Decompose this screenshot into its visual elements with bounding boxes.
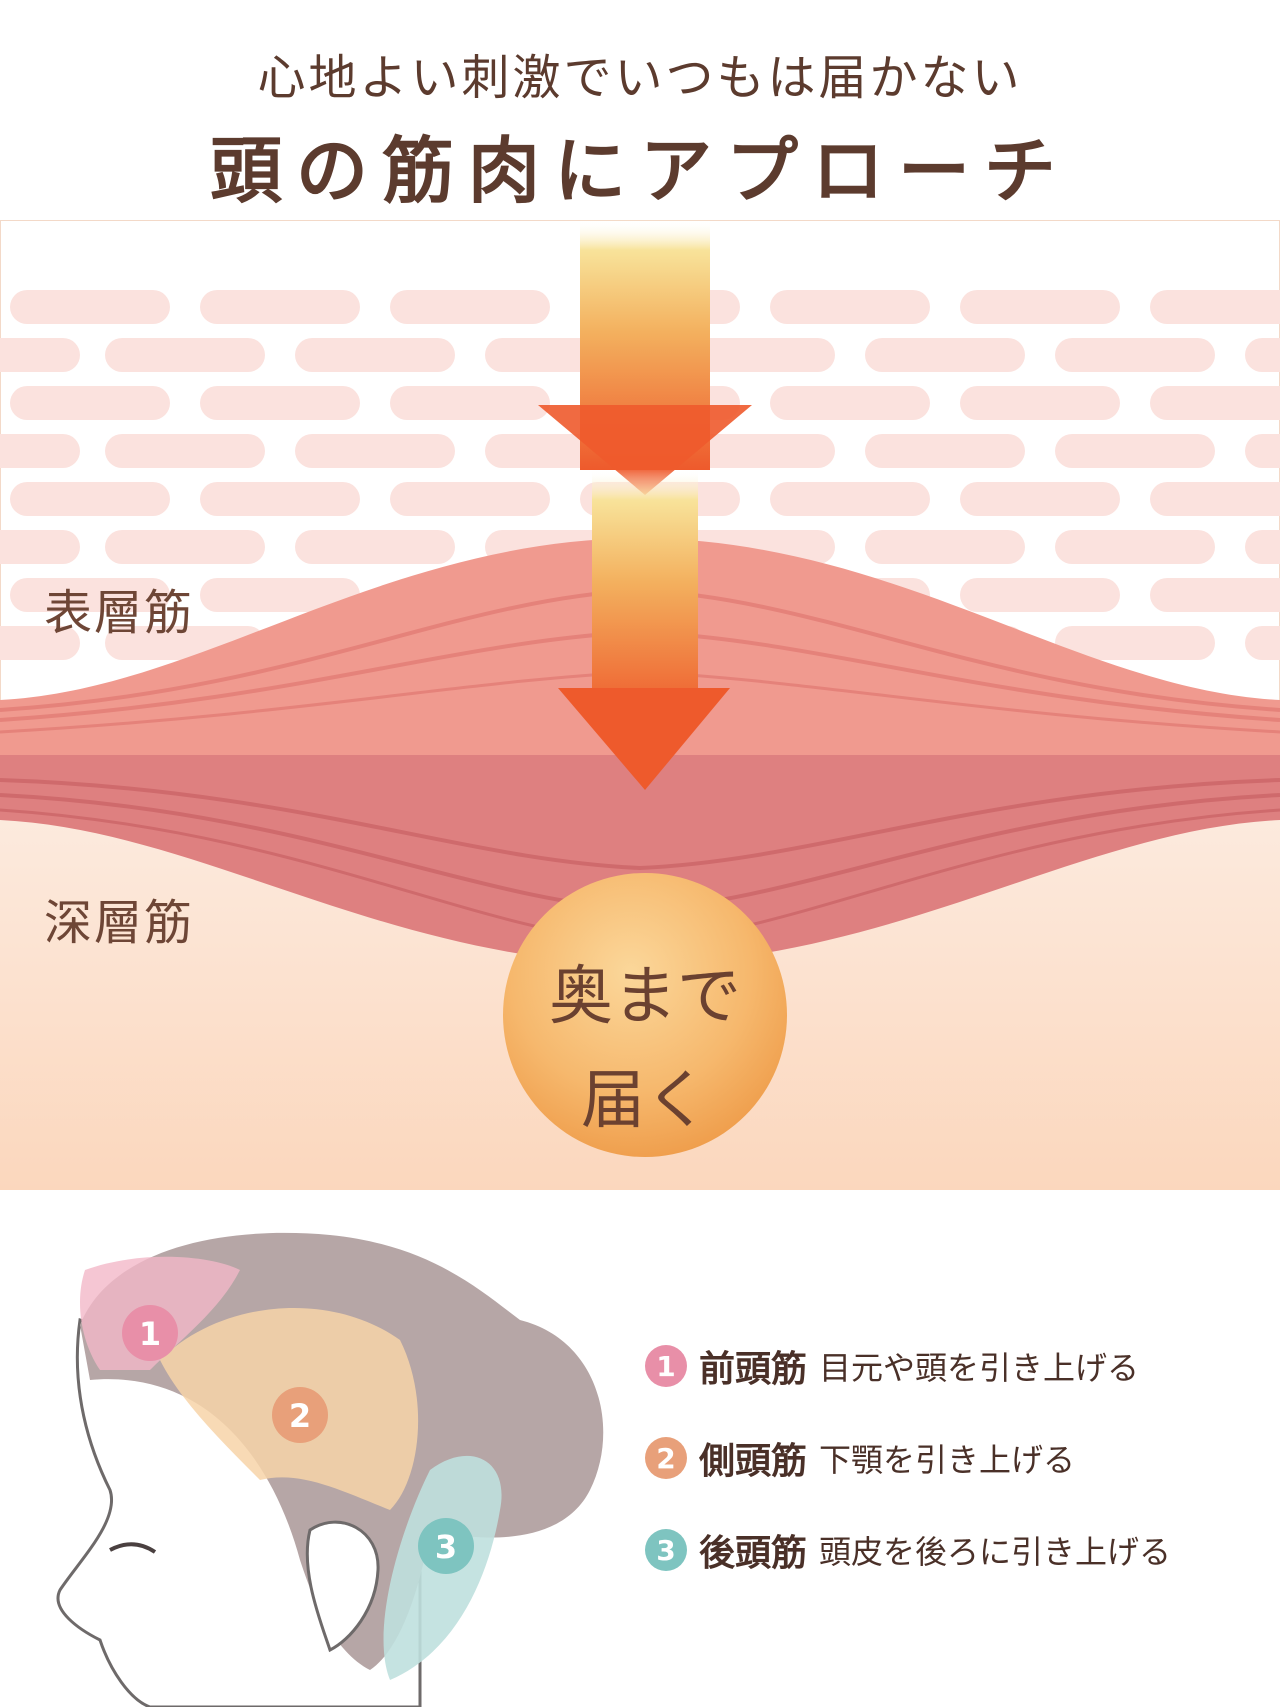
muscle-legend: 1 前頭筋 目元や頭を引き上げる 2 側頭筋 下顎を引き上げる 3 後頭筋 頭皮… xyxy=(645,1320,1275,1596)
head-illustration: 1 2 3 xyxy=(56,1232,604,1707)
legend-name-1: 前頭筋 xyxy=(699,1349,808,1390)
legend-num-3: 3 xyxy=(645,1529,687,1571)
surface-muscle-label: 表層筋 xyxy=(44,585,195,641)
muscle-layer-diagram xyxy=(0,220,1280,1190)
marker-2 xyxy=(272,1387,328,1443)
title-area: 心地よい刺激でいつもは届かない 頭の筋肉にアプローチ xyxy=(0,0,1280,215)
legend-num-2: 2 xyxy=(645,1437,687,1479)
deep-muscle-label: 深層筋 xyxy=(44,895,195,951)
legend-desc-3: 頭皮を後ろに引き上げる xyxy=(819,1533,1172,1571)
marker-3 xyxy=(418,1518,474,1574)
marker-2-text: 2 xyxy=(289,1397,311,1435)
subtitle: 心地よい刺激でいつもは届かない xyxy=(257,50,1023,106)
circle-label: 奥まで 届く xyxy=(510,945,780,1153)
deep-reach-circle xyxy=(503,873,787,1157)
marker-1 xyxy=(122,1305,178,1361)
legend-name-2: 側頭筋 xyxy=(699,1441,808,1482)
headline: 頭の筋肉にアプローチ xyxy=(209,128,1070,213)
circle-line-1: 奥まで xyxy=(549,960,741,1034)
legend-item-temporalis: 2 側頭筋 下顎を引き上げる xyxy=(645,1412,1275,1504)
circle-line-2: 届く xyxy=(581,1064,709,1138)
eye-icon xyxy=(109,1542,157,1554)
penetration-arrow xyxy=(538,220,752,790)
ear xyxy=(305,1520,380,1653)
legend-desc-2: 下顎を引き上げる xyxy=(819,1441,1076,1479)
legend-num-1: 1 xyxy=(645,1345,687,1387)
legend-item-frontalis: 1 前頭筋 目元や頭を引き上げる xyxy=(645,1320,1275,1412)
legend-desc-1: 目元や頭を引き上げる xyxy=(819,1349,1140,1387)
legend-item-occipitalis: 3 後頭筋 頭皮を後ろに引き上げる xyxy=(645,1504,1275,1596)
legend-name-3: 後頭筋 xyxy=(699,1533,808,1574)
marker-1-text: 1 xyxy=(139,1315,161,1353)
marker-3-text: 3 xyxy=(435,1528,457,1566)
